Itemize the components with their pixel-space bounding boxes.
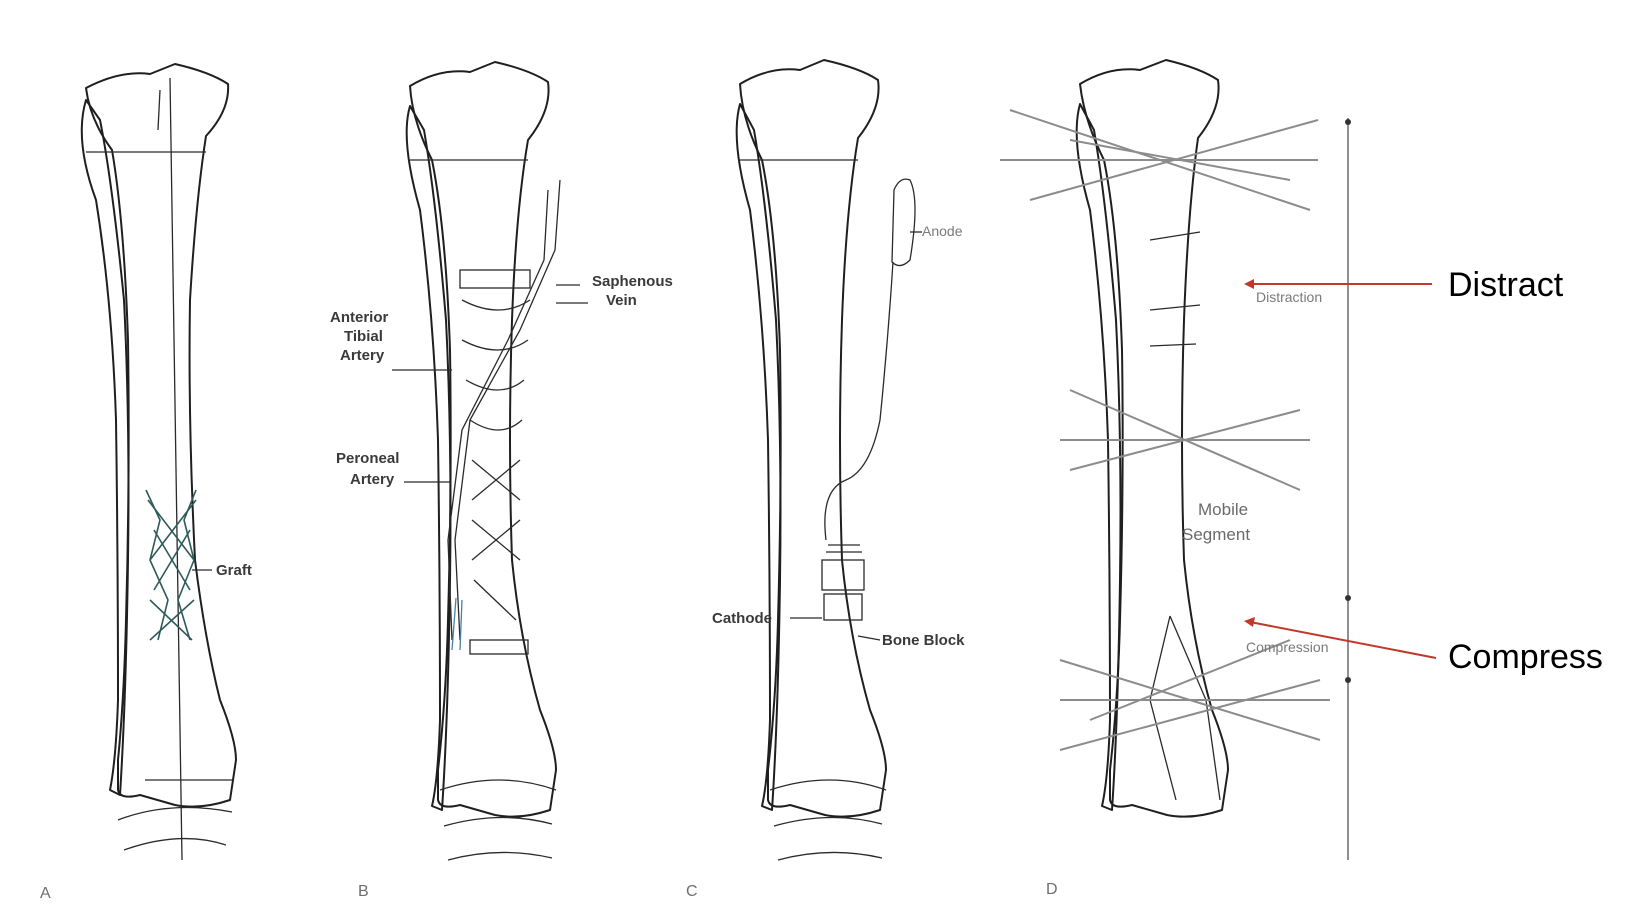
- panel-a-letter: A: [40, 885, 51, 902]
- anode-lead-wire: [825, 262, 893, 540]
- bone-block-leader: [858, 636, 880, 640]
- annotations: Distract Compress: [1244, 266, 1603, 676]
- panel-d-upper-wires: [1000, 110, 1318, 210]
- panel-b-lower-plate: [470, 640, 528, 654]
- panel-d-fibula: [1077, 104, 1121, 810]
- panel-b-letter: B: [358, 883, 369, 900]
- panel-b: Saphenous Vein Anterior Tibial Artery Pe…: [330, 62, 673, 900]
- vein-label: Vein: [606, 292, 637, 309]
- panel-c-tibia: [740, 60, 886, 817]
- mobile-label: Mobile: [1198, 500, 1248, 519]
- measure-dot-middle: [1345, 595, 1351, 601]
- panel-d-middle-wires: [1060, 390, 1310, 490]
- panel-b-upper-plate: [460, 270, 530, 288]
- panel-b-graft-pattern: [462, 300, 530, 620]
- cathode-label: Cathode: [712, 610, 772, 627]
- panel-b-ankle-bones: [440, 780, 556, 860]
- peroneal-artery-label: Artery: [350, 471, 395, 488]
- panel-c-ankle-bones: [770, 780, 886, 860]
- anode-device: [892, 179, 915, 265]
- compress-arrowhead: [1244, 617, 1255, 627]
- panel-b-tibia: [410, 62, 556, 817]
- measure-dot-top: [1345, 119, 1351, 125]
- panel-c-letter: C: [686, 883, 698, 900]
- graft-label: Graft: [216, 562, 252, 579]
- panel-d-lower-wires: [1060, 640, 1330, 750]
- distract-annotation: Distract: [1448, 266, 1564, 304]
- tibial-label: Tibial: [344, 328, 383, 345]
- panel-a: Graft A: [40, 64, 252, 902]
- distraction-label: Distraction: [1256, 289, 1322, 305]
- panel-d-letter: D: [1046, 881, 1058, 898]
- panel-a-axis-line: [170, 78, 182, 860]
- anterior-label: Anterior: [330, 309, 389, 326]
- segment-label: Segment: [1182, 525, 1250, 544]
- panel-d-docking-wedge: [1150, 616, 1220, 800]
- cathode-coils: [826, 545, 862, 552]
- panel-a-graft: [146, 490, 196, 640]
- panel-b-vessel-highlight: [452, 598, 462, 650]
- peroneal-label: Peroneal: [336, 450, 399, 467]
- panel-a-short-line: [158, 90, 160, 130]
- saphenous-label: Saphenous: [592, 273, 673, 290]
- anode-label: Anode: [922, 223, 963, 239]
- panel-c: Anode Cathode Bone Block C: [686, 60, 965, 900]
- saphenous-vein-line-2: [448, 190, 548, 640]
- panel-d-segment-lines: [1150, 232, 1200, 346]
- panel-d: Distraction Mobile Segment Compression D: [1000, 60, 1351, 898]
- bone-block: [824, 594, 862, 620]
- distract-arrowhead: [1244, 279, 1254, 289]
- panel-a-ankle-bones: [118, 808, 232, 851]
- compress-annotation: Compress: [1448, 638, 1603, 676]
- panel-a-fibula: [82, 100, 129, 795]
- compression-label: Compression: [1246, 639, 1328, 655]
- anterior-artery-label: Artery: [340, 347, 385, 364]
- measure-dot-bottom: [1345, 677, 1351, 683]
- bone-block-label: Bone Block: [882, 632, 965, 649]
